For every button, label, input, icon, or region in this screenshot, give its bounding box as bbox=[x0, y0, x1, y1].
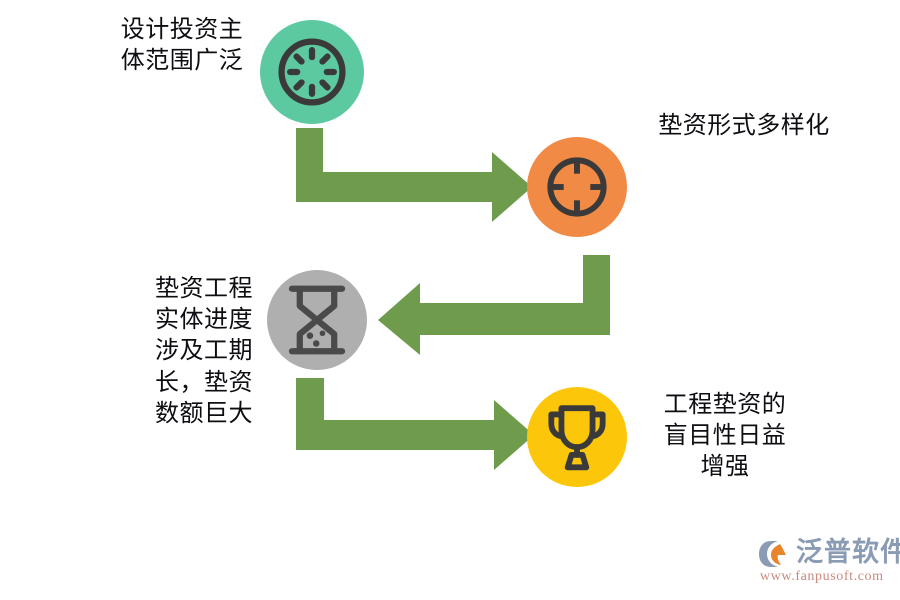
step-4-label: 工程垫资的盲目性日益增强 bbox=[663, 390, 787, 481]
watermark-logo: 泛普软件 www.fanpusoft.com bbox=[758, 538, 900, 592]
step-1-icon-circle bbox=[260, 20, 364, 124]
step-3-label: 垫资工程实体进度涉及工期长，垫资数额巨大 bbox=[155, 274, 253, 427]
fanpu-logo-mark-icon bbox=[758, 540, 792, 572]
step-1-label: 设计投资主体范围广泛 bbox=[120, 15, 244, 75]
step-4-icon-circle bbox=[527, 387, 627, 487]
step-2-label: 垫资形式多样化 bbox=[658, 111, 830, 139]
step-2-icon-circle bbox=[527, 137, 627, 237]
target-crosshair-icon bbox=[540, 150, 614, 224]
trophy-icon bbox=[541, 402, 613, 472]
connector-step1-to-step2 bbox=[296, 128, 532, 228]
spinner-circle-icon bbox=[273, 33, 351, 111]
connector-step2-to-step3 bbox=[378, 255, 610, 359]
connector-step3-to-step4 bbox=[296, 378, 534, 476]
watermark-url: www.fanpusoft.com bbox=[760, 569, 884, 584]
step-3-icon-circle bbox=[267, 270, 367, 370]
watermark-brand: 泛普软件 bbox=[796, 537, 900, 568]
hourglass-icon bbox=[284, 284, 350, 356]
